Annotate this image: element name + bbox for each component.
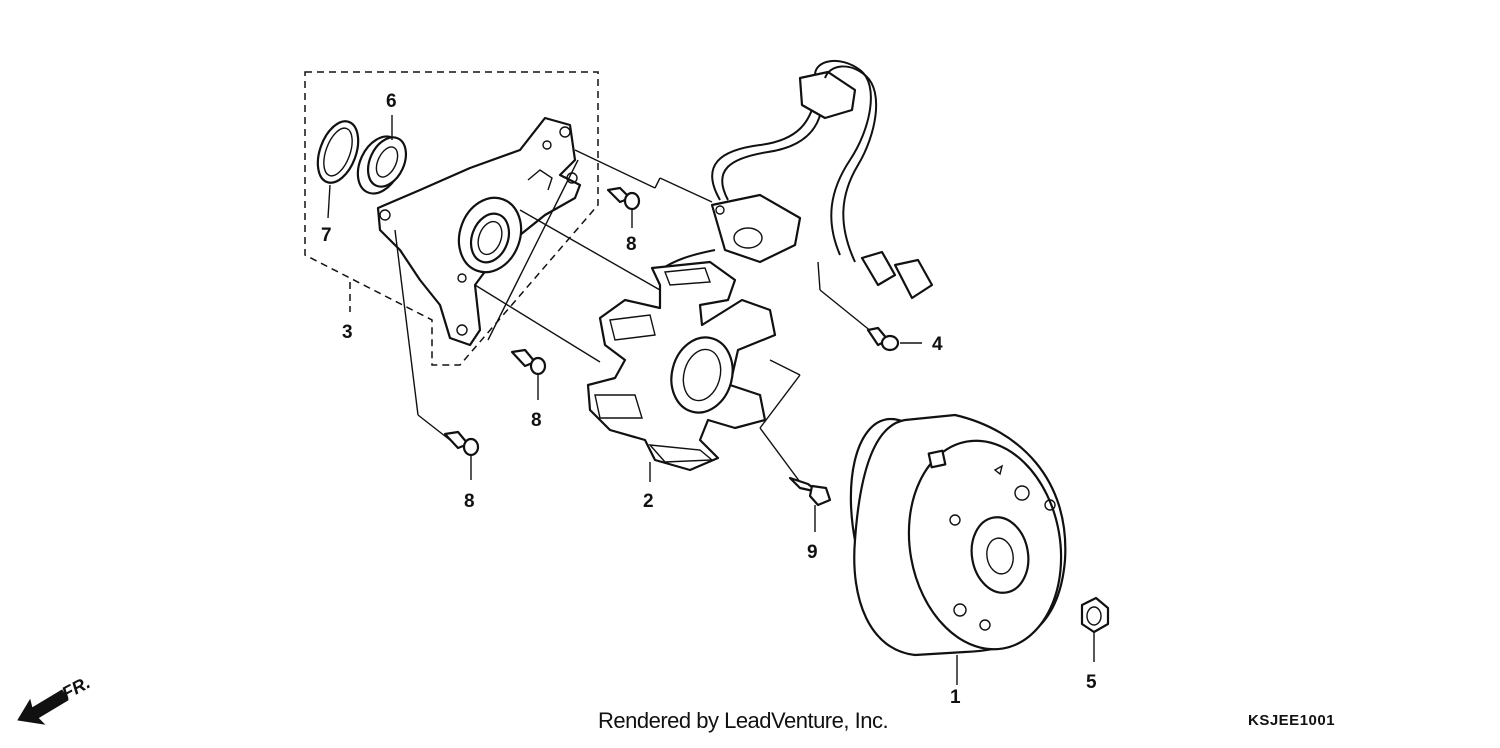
- callout-6: 6: [386, 91, 397, 112]
- part-oil-seal: [356, 115, 408, 195]
- part-o-ring: [316, 120, 360, 219]
- part-screw-8-bottom: [443, 430, 480, 480]
- callout-9: 9: [807, 542, 818, 563]
- diagram-code: KSJEE1001: [1248, 712, 1336, 729]
- callout-8-bottom: 8: [464, 491, 475, 512]
- part-screw-4: [866, 326, 922, 352]
- callout-7: 7: [321, 225, 332, 246]
- part-flywheel: [849, 413, 1067, 685]
- part-bolt-9: [788, 476, 832, 532]
- callout-5: 5: [1086, 672, 1097, 693]
- callout-3: 3: [342, 322, 353, 343]
- part-screw-8-middle: [510, 348, 547, 400]
- callout-2: 2: [643, 491, 654, 512]
- callout-8-top: 8: [626, 234, 637, 255]
- assembly-leader-lines: [394, 149, 801, 483]
- callout-4: 4: [932, 334, 943, 355]
- part-stator: [586, 260, 777, 482]
- front-direction-arrow-icon: [17, 689, 69, 725]
- part-nut: [1080, 596, 1110, 662]
- assembly-bracket-3: [304, 71, 599, 366]
- render-credit: Rendered by LeadVenture, Inc.: [598, 708, 889, 733]
- part-pulser-harness: [659, 59, 934, 333]
- part-base-plate: [376, 116, 582, 347]
- callout-8-middle: 8: [531, 410, 542, 431]
- callout-1: 1: [950, 687, 961, 708]
- part-screw-8-top: [606, 186, 641, 228]
